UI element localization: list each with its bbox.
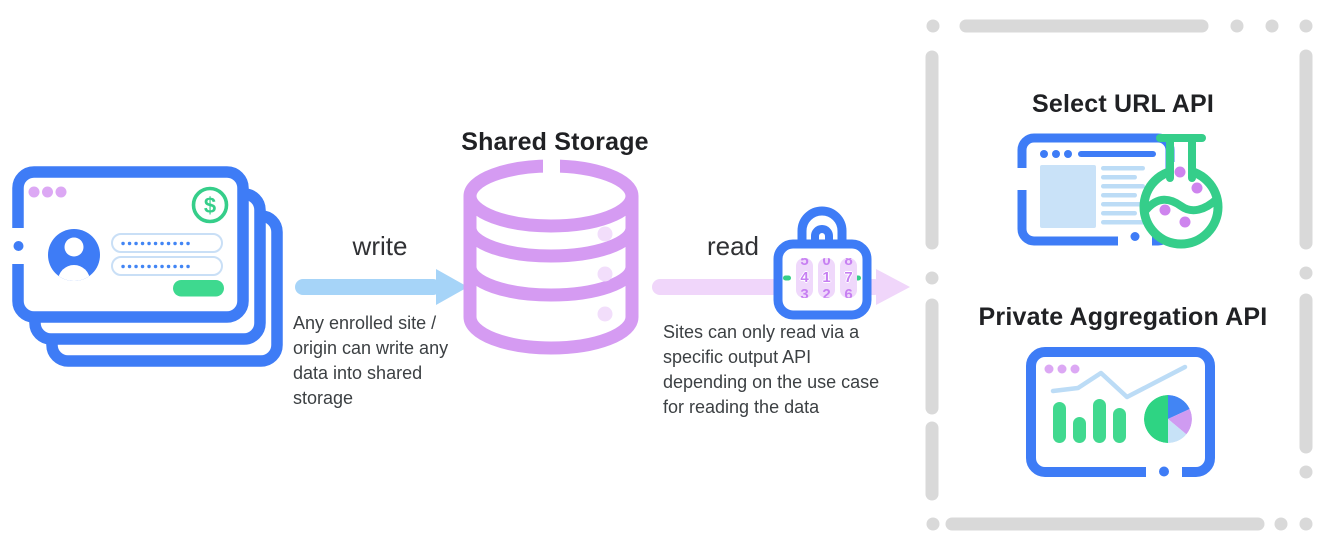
border-dot (13, 241, 24, 251)
caption-line: Sites can only read via a (663, 322, 860, 342)
private-aggregation-api-title: Private Aggregation API (978, 303, 1268, 331)
caption-line: depending on the use case (663, 372, 880, 392)
database-record-dots (597, 226, 613, 322)
dial-digit: 6 (844, 286, 853, 298)
dial-tick (783, 275, 791, 281)
bar-chart (1053, 399, 1126, 443)
dial-digit: 8 (844, 258, 853, 269)
dial-digit: 3 (800, 286, 809, 298)
write-label: write (352, 231, 408, 261)
caption-line: origin can write any (293, 338, 449, 358)
avatar (48, 229, 100, 281)
caption-line: specific output API (663, 347, 812, 367)
select-url-api-title: Select URL API (1031, 90, 1215, 118)
window-control-dots (28, 186, 67, 198)
lock-dial: 0 1 2 (818, 258, 835, 298)
dial-digit: 5 (800, 258, 809, 269)
caption-line: storage (293, 388, 354, 408)
lock-dial: 5 4 3 (796, 258, 813, 298)
lock-dial: 8 7 6 (840, 258, 857, 298)
browser-flask-icon (1014, 133, 1223, 249)
write-arrow (295, 269, 468, 305)
password-field (111, 256, 223, 276)
read-caption: Sites can only read via a specific outpu… (663, 320, 879, 420)
pie-chart (1144, 395, 1192, 443)
output-gate-boundary (925, 19, 1313, 531)
dial-digit: 2 (822, 286, 831, 298)
write-caption: Any enrolled site / origin can write any… (293, 311, 448, 411)
dial-digit: 4 (800, 269, 809, 286)
dollar-badge-icon: $ (191, 186, 229, 224)
dashboard-icon (1026, 347, 1215, 480)
password-field (111, 233, 223, 253)
svg-text:$: $ (204, 193, 216, 218)
url-bar-line (1078, 151, 1156, 157)
content-panel (1040, 165, 1096, 228)
window-control-dots (1040, 150, 1072, 158)
shared-storage-title: Shared Storage (461, 128, 649, 156)
dial-digit: 1 (822, 269, 831, 286)
browser-stack-icon: $ (10, 166, 283, 367)
database-icon (463, 158, 639, 355)
border-gap (1014, 168, 1029, 190)
border-dot (1159, 466, 1169, 477)
border-dot (1130, 232, 1140, 241)
read-label: read (706, 231, 760, 261)
bubble-dots (1159, 166, 1203, 228)
caption-line: for reading the data (663, 397, 820, 417)
line-chart (1050, 364, 1188, 400)
caption-line: Any enrolled site / (293, 313, 437, 333)
dial-digit: 7 (844, 269, 853, 286)
caption-line: data into shared (293, 363, 423, 383)
text-lines (1101, 166, 1145, 225)
flask-icon (1139, 134, 1223, 249)
submit-button-shape (173, 280, 224, 297)
dial-digit: 0 (822, 258, 831, 269)
window-control-dots (1044, 364, 1080, 374)
rim-gap (543, 158, 560, 173)
